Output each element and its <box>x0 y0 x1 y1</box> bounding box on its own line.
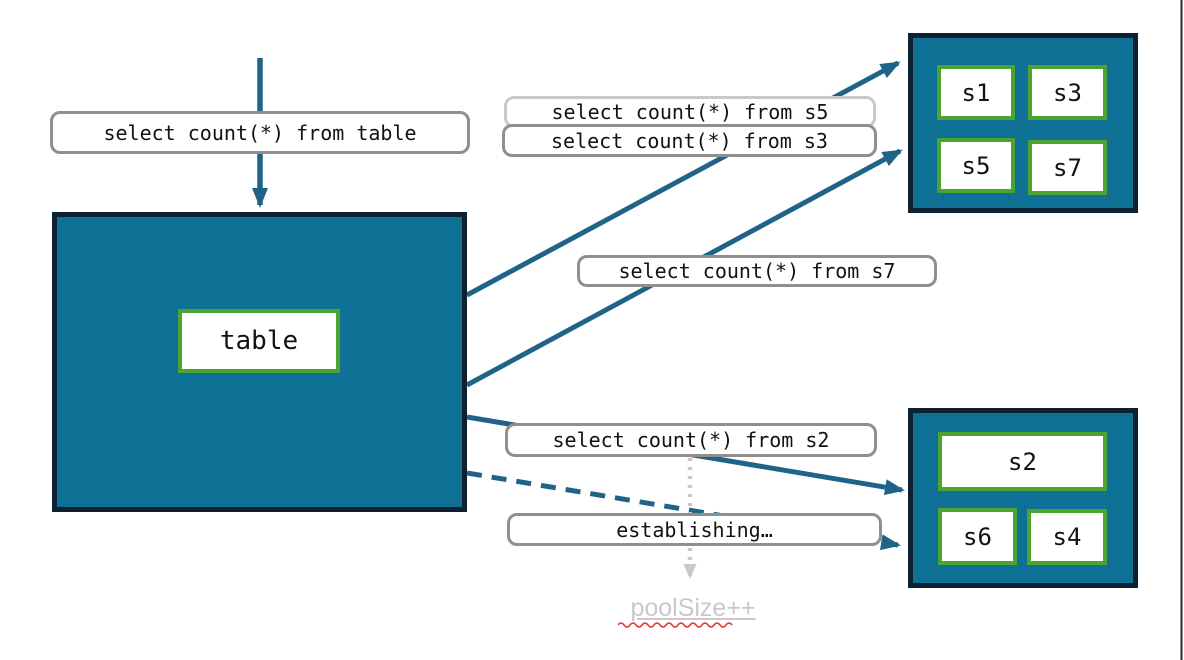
table-node: table <box>52 212 467 512</box>
label-query-s5: select count(*) from s5 <box>504 96 876 128</box>
shard-cell-s5: s5 <box>937 138 1015 193</box>
label-query-s7: select count(*) from s7 <box>577 255 937 287</box>
shard-label-s6: s6 <box>963 522 992 551</box>
shard-label-s2: s2 <box>1008 447 1037 476</box>
shard-label-s7: s7 <box>1053 153 1082 182</box>
label-query-table: select count(*) from table <box>50 111 470 154</box>
spellcheck-squiggle-icon <box>618 622 733 628</box>
table-inner-box: table <box>178 309 340 373</box>
shard-group-top: s1 s3 s5 s7 <box>908 33 1138 213</box>
shard-cell-s1: s1 <box>937 65 1015 120</box>
shard-cell-s3: s3 <box>1028 65 1107 120</box>
label-establishing: establishing… <box>507 513 882 546</box>
table-label: table <box>219 326 299 356</box>
shard-group-bottom: s2 s6 s4 <box>908 408 1138 588</box>
shard-label-s5: s5 <box>961 151 991 180</box>
shard-cell-s4: s4 <box>1027 509 1107 565</box>
label-query-s3: select count(*) from s3 <box>502 124 877 157</box>
label-query-s2: select count(*) from s2 <box>505 423 877 457</box>
shard-label-s3: s3 <box>1053 78 1082 107</box>
shard-label-s4: s4 <box>1052 523 1082 551</box>
shard-cell-s2: s2 <box>938 432 1107 491</box>
poolsize-text: poolSize++ <box>630 594 756 622</box>
shard-cell-s7: s7 <box>1028 140 1107 195</box>
shard-cell-s6: s6 <box>938 508 1017 565</box>
shard-label-s1: s1 <box>961 78 991 107</box>
